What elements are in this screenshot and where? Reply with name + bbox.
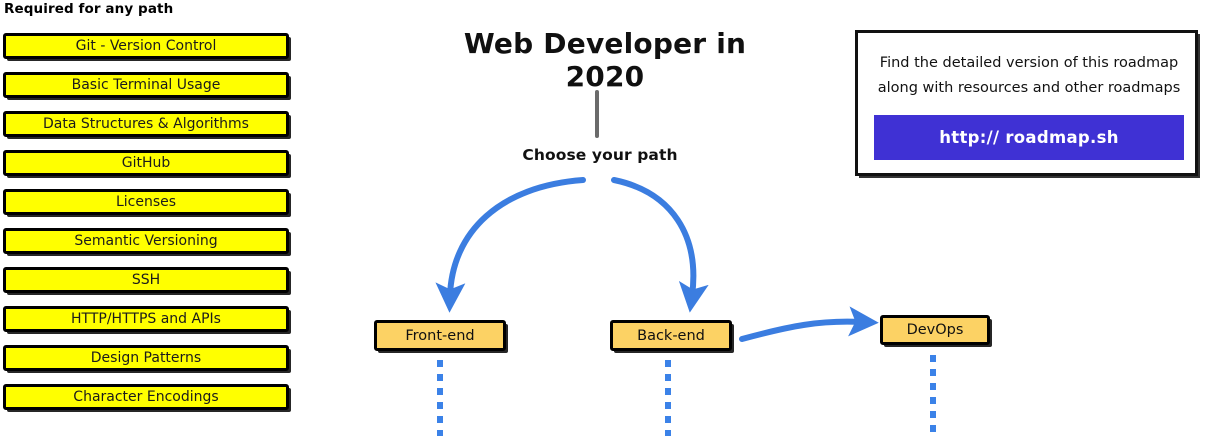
- roadmap-link-label: http:// roadmap.sh: [939, 128, 1119, 147]
- path-box-backend[interactable]: Back-end: [610, 320, 732, 351]
- info-callout-line-1: Find the detailed version of this roadma…: [879, 55, 1179, 71]
- arrow-to-frontend: [435, 177, 586, 313]
- required-section: Required for any path Git - Version Cont…: [0, 0, 300, 436]
- required-item-git[interactable]: Git - Version Control: [3, 33, 289, 59]
- required-item-label: SSH: [131, 272, 161, 288]
- required-item-label: Design Patterns: [90, 350, 202, 366]
- arrow-backend-to-devops: [739, 306, 879, 342]
- required-item-terminal[interactable]: Basic Terminal Usage: [3, 72, 289, 98]
- required-item-data-structures[interactable]: Data Structures & Algorithms: [3, 111, 289, 137]
- required-item-licenses[interactable]: Licenses: [3, 189, 289, 215]
- dotted-trail-backend: [665, 360, 671, 436]
- required-items-list: Git - Version Control Basic Terminal Usa…: [3, 33, 295, 423]
- dotted-trail-frontend: [437, 360, 443, 436]
- choose-your-path-label: Choose your path: [522, 146, 678, 164]
- info-callout-line-2: along with resources and other roadmaps: [877, 80, 1181, 97]
- trunk-connector-line: [595, 90, 599, 138]
- required-item-label: Semantic Versioning: [74, 233, 218, 249]
- diagram-title: Web Developer in 2020: [463, 27, 747, 93]
- info-callout-box: Find the detailed version of this roadma…: [855, 30, 1198, 176]
- path-box-devops[interactable]: DevOps: [880, 315, 990, 345]
- required-section-heading: Required for any path: [4, 1, 174, 17]
- required-item-github[interactable]: GitHub: [3, 150, 289, 176]
- path-box-label: DevOps: [906, 322, 964, 338]
- required-item-label: HTTP/HTTPS and APIs: [71, 311, 221, 327]
- arrow-to-backend: [611, 177, 709, 313]
- required-item-ssh[interactable]: SSH: [3, 267, 289, 293]
- roadmap-link-button[interactable]: http:// roadmap.sh: [874, 115, 1184, 160]
- required-item-http-apis[interactable]: HTTP/HTTPS and APIs: [3, 306, 289, 332]
- required-item-label: Git - Version Control: [75, 38, 217, 54]
- required-item-character-encodings[interactable]: Character Encodings: [3, 384, 289, 410]
- dotted-trail-devops: [930, 355, 936, 436]
- path-box-label: Front-end: [405, 327, 475, 344]
- info-callout-text: Find the detailed version of this roadma…: [870, 51, 1188, 102]
- required-item-design-patterns[interactable]: Design Patterns: [3, 345, 289, 371]
- required-item-label: Data Structures & Algorithms: [43, 116, 249, 132]
- required-item-label: Basic Terminal Usage: [71, 77, 221, 93]
- required-item-label: Character Encodings: [73, 389, 219, 405]
- required-item-semantic-versioning[interactable]: Semantic Versioning: [3, 228, 289, 254]
- path-box-label: Back-end: [637, 327, 705, 344]
- path-box-frontend[interactable]: Front-end: [374, 320, 506, 351]
- required-item-label: Licenses: [115, 194, 177, 210]
- required-item-label: GitHub: [121, 155, 171, 171]
